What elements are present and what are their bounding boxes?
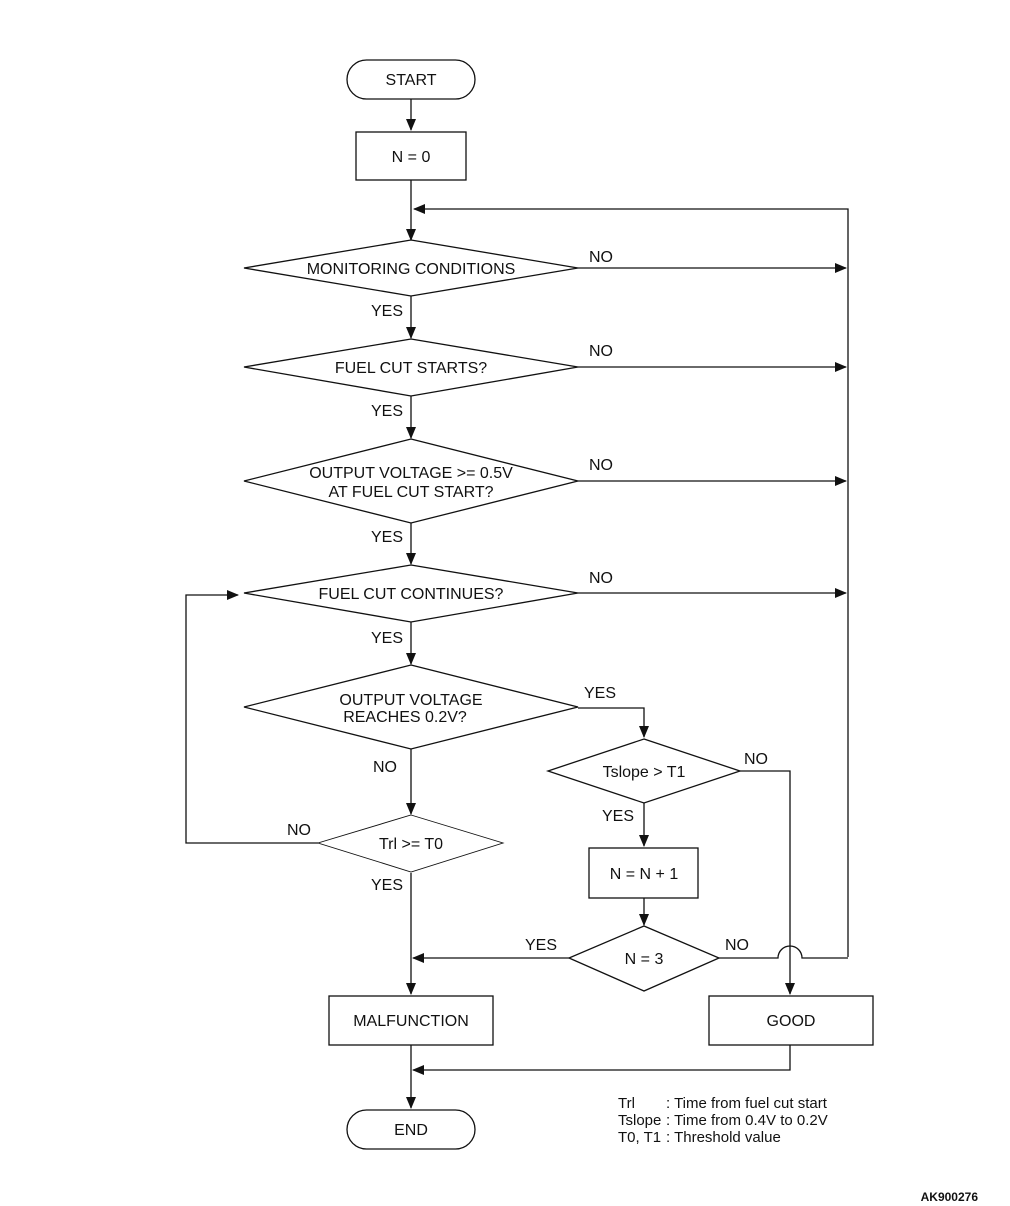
trl-decision: Trl >= T0 bbox=[316, 814, 505, 873]
start-label: START bbox=[386, 72, 437, 89]
init-process: N = 0 bbox=[355, 131, 467, 181]
legend: Trl : Time from fuel cut start Tslope : … bbox=[618, 1095, 828, 1146]
branch-labels: NO NO NO NO YES YES YES YES YES NO NO YE… bbox=[287, 249, 768, 954]
fuel-cut-continues-decision: FUEL CUT CONTINUES? bbox=[243, 564, 579, 623]
no-label-monitoring: NO bbox=[589, 249, 613, 266]
legend-term-thresholds: T0, T1 bbox=[618, 1129, 661, 1146]
yes-label-n-equals: YES bbox=[525, 937, 557, 954]
good-label: GOOD bbox=[767, 1013, 816, 1030]
yes-label-tslope: YES bbox=[602, 808, 634, 825]
legend-term-tslope: Tslope bbox=[618, 1112, 661, 1129]
output-voltage-label-2: AT FUEL CUT START? bbox=[328, 484, 493, 501]
n-equals-decision: N = 3 bbox=[567, 925, 721, 992]
fuel-cut-continues-label: FUEL CUT CONTINUES? bbox=[319, 586, 504, 603]
yes-label-fuel-cut-starts: YES bbox=[371, 403, 403, 420]
figure-code: AK900276 bbox=[921, 1190, 979, 1204]
legend-desc-thresholds: : Threshold value bbox=[666, 1129, 781, 1146]
tslope-label: Tslope > T1 bbox=[603, 764, 686, 781]
fuel-cut-starts-label: FUEL CUT STARTS? bbox=[335, 360, 487, 377]
output-voltage-label-1: OUTPUT VOLTAGE >= 0.5V bbox=[309, 465, 513, 482]
reaches-decision: OUTPUT VOLTAGE REACHES 0.2V? bbox=[243, 664, 579, 750]
malfunction-process: MALFUNCTION bbox=[328, 995, 494, 1046]
reaches-label-1: OUTPUT VOLTAGE bbox=[339, 692, 482, 709]
reaches-label-2: REACHES 0.2V? bbox=[343, 709, 467, 726]
increment-label: N = N + 1 bbox=[610, 866, 679, 883]
yes-label-trl: YES bbox=[371, 877, 403, 894]
no-label-tslope: NO bbox=[744, 751, 768, 768]
fuel-cut-starts-decision: FUEL CUT STARTS? bbox=[243, 338, 579, 397]
trl-label: Trl >= T0 bbox=[379, 836, 443, 853]
good-process: GOOD bbox=[708, 995, 874, 1046]
yes-label-output-voltage: YES bbox=[371, 529, 403, 546]
legend-desc-trl: : Time from fuel cut start bbox=[666, 1095, 828, 1112]
n-equals-label: N = 3 bbox=[625, 951, 664, 968]
start-terminal: START bbox=[346, 59, 476, 100]
increment-process: N = N + 1 bbox=[588, 847, 699, 899]
tslope-decision: Tslope > T1 bbox=[545, 738, 743, 804]
yes-label-fuel-cut-continues: YES bbox=[371, 630, 403, 647]
no-label-trl: NO bbox=[287, 822, 311, 839]
monitoring-label: MONITORING CONDITIONS bbox=[307, 261, 516, 278]
no-label-n-equals: NO bbox=[725, 937, 749, 954]
legend-desc-tslope: : Time from 0.4V to 0.2V bbox=[666, 1112, 828, 1129]
legend-term-trl: Trl bbox=[618, 1095, 635, 1112]
malfunction-label: MALFUNCTION bbox=[353, 1013, 469, 1030]
no-label-fuel-cut-continues: NO bbox=[589, 570, 613, 587]
no-label-reaches: NO bbox=[373, 759, 397, 776]
output-voltage-decision: OUTPUT VOLTAGE >= 0.5V AT FUEL CUT START… bbox=[243, 438, 579, 524]
end-terminal: END bbox=[346, 1109, 476, 1150]
yes-label-monitoring: YES bbox=[371, 303, 403, 320]
connectors bbox=[185, 99, 849, 1109]
monitoring-decision: MONITORING CONDITIONS bbox=[243, 239, 579, 297]
end-label: END bbox=[394, 1122, 428, 1139]
no-label-output-voltage: NO bbox=[589, 457, 613, 474]
init-label: N = 0 bbox=[392, 149, 431, 166]
no-label-fuel-cut-starts: NO bbox=[589, 343, 613, 360]
yes-label-reaches: YES bbox=[584, 685, 616, 702]
